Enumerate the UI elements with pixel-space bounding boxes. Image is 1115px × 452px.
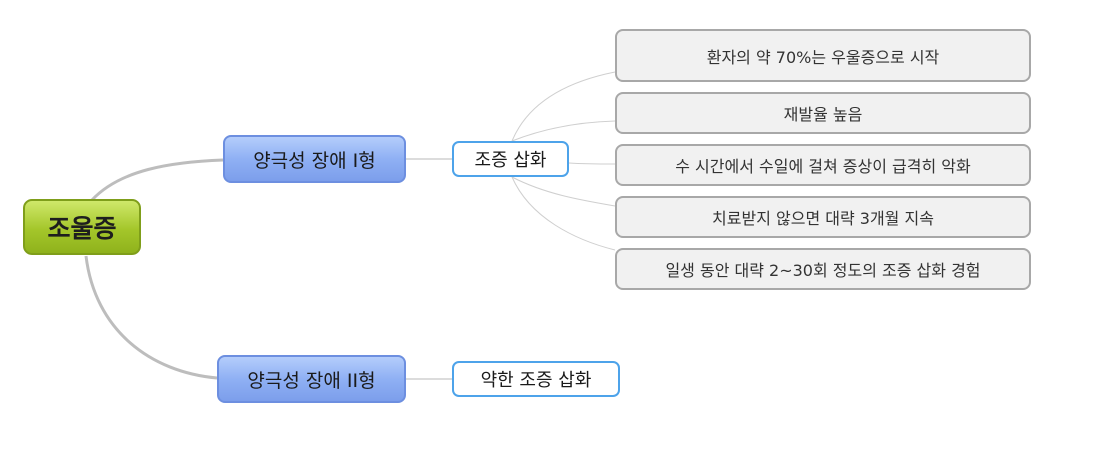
detail-label: 치료받지 않으면 대략 3개월 지속 — [712, 209, 934, 228]
branch-label: 양극성 장애 II형 — [247, 369, 376, 392]
detail-node-2[interactable]: 재발율 높음 — [615, 92, 1031, 134]
connector-root-branch-1 — [90, 158, 224, 202]
detail-label: 환자의 약 70%는 우울증으로 시작 — [706, 47, 940, 67]
connector-sub-detail-1 — [511, 71, 616, 142]
detail-label: 재발율 높음 — [783, 105, 863, 124]
detail-node-3[interactable]: 수 시간에서 수일에 걸쳐 증상이 급격히 악화 — [615, 144, 1031, 186]
branch-label: 양극성 장애 I형 — [253, 149, 376, 172]
detail-node-4[interactable]: 치료받지 않으면 대략 3개월 지속 — [615, 196, 1031, 238]
connector-sub-detail-4 — [511, 176, 616, 207]
connector-sub-detail-3 — [568, 162, 616, 165]
subtopic-label: 약한 조증 삽화 — [480, 370, 592, 391]
root-label: 조울증 — [47, 214, 117, 243]
root-node[interactable]: 조울증 — [23, 199, 141, 255]
connector-root-branch-2 — [84, 255, 218, 380]
subtopic-node-hypomanic-episode[interactable]: 약한 조증 삽화 — [452, 361, 620, 397]
subtopic-label: 조증 삽화 — [474, 150, 547, 171]
detail-node-1[interactable]: 환자의 약 70%는 우울증으로 시작 — [615, 29, 1031, 82]
connector-sub-detail-5 — [511, 176, 616, 251]
branch-node-type-2[interactable]: 양극성 장애 II형 — [217, 355, 406, 403]
subtopic-node-manic-episode[interactable]: 조증 삽화 — [452, 141, 569, 177]
detail-node-5[interactable]: 일생 동안 대략 2~30회 정도의 조증 삽화 경험 — [615, 248, 1031, 290]
detail-label: 수 시간에서 수일에 걸쳐 증상이 급격히 악화 — [675, 157, 971, 176]
connector-sub-detail-2 — [511, 120, 616, 142]
detail-label: 일생 동안 대략 2~30회 정도의 조증 삽화 경험 — [665, 261, 981, 280]
branch-node-type-1[interactable]: 양극성 장애 I형 — [223, 135, 406, 183]
